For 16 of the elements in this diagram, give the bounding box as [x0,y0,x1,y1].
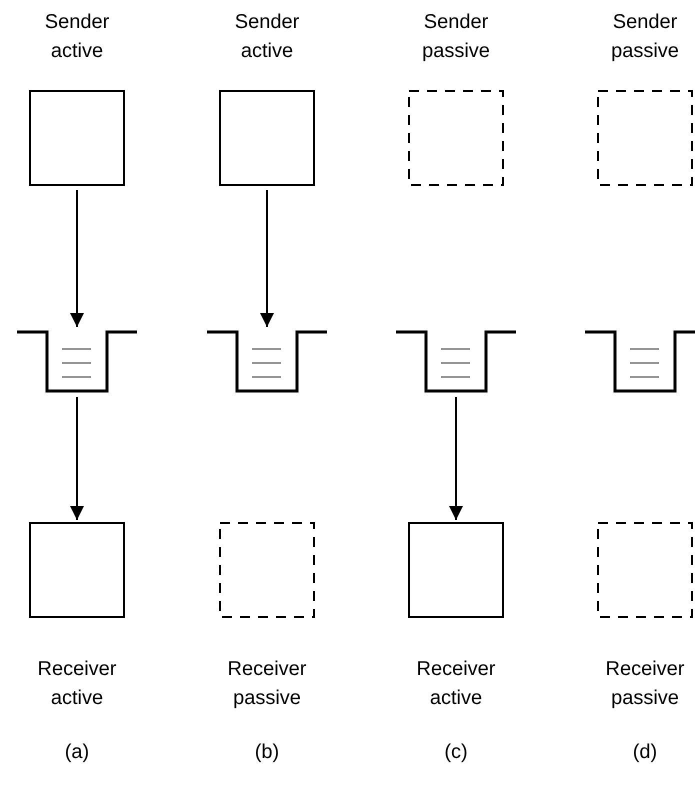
sender-label: Sender active [44,10,110,64]
arrow [260,190,274,327]
sender-label: Sender passive [610,10,680,64]
panel-caption: (b) [254,740,280,764]
sender-label: Sender active [234,10,300,64]
panel-caption: (a) [64,740,90,764]
arrow [449,397,463,520]
receiver-label: Receiver active [36,657,118,711]
panel-caption: (d) [632,740,658,764]
arrow [70,190,84,327]
arrow [70,397,84,520]
panel-caption: (c) [443,740,469,764]
receiver-label: Receiver passive [226,657,308,711]
sender-label: Sender passive [421,10,491,64]
receiver-label: Receiver passive [604,657,686,711]
receiver-label: Receiver active [416,657,496,711]
